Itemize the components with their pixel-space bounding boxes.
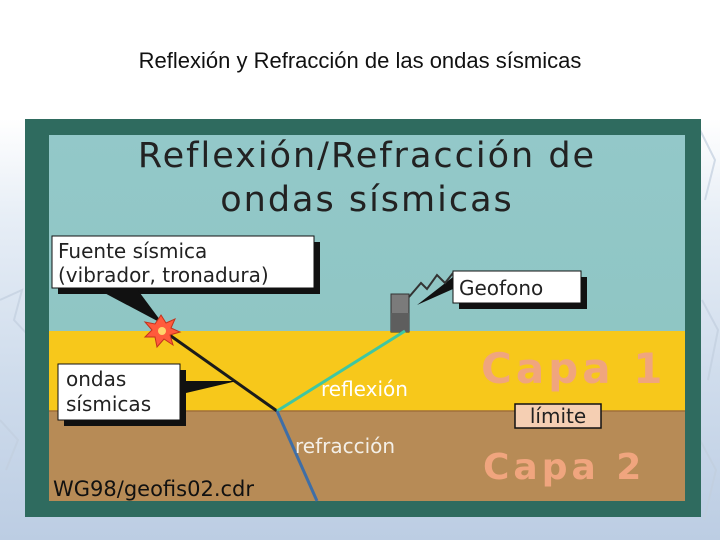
refraction-label: refracción <box>295 434 395 458</box>
waves-callout-pointer <box>186 381 237 393</box>
explosion-icon <box>143 314 182 349</box>
figure-heading-line1: Reflexión/Refracción de <box>138 136 596 176</box>
waves-label-line1: ondas <box>66 367 126 391</box>
refraction-ray <box>275 410 319 502</box>
geophone-label-box: Geofono <box>452 270 587 309</box>
reflection-label: reflexión <box>321 377 408 401</box>
slide-title: Reflexión y Refracción de las ondas sísm… <box>138 48 582 73</box>
figure-credit: WG98/geofis02.cdr <box>53 477 254 501</box>
source-label-box: Fuente sísmica (vibrador, tronadura) <box>51 235 320 294</box>
figure-heading-line2: ondas sísmicas <box>220 180 514 220</box>
source-label-line1: Fuente sísmica <box>58 239 207 263</box>
boundary-label-box: límite <box>514 403 602 429</box>
geophone-icon <box>390 272 454 333</box>
geophone-label: Geofono <box>459 276 543 300</box>
geophone-callout-pointer <box>417 277 453 305</box>
source-label-line2: (vibrador, tronadura) <box>58 263 269 287</box>
incident-ray <box>160 327 278 413</box>
source-callout-pointer <box>97 289 163 324</box>
boundary-label: límite <box>530 404 586 428</box>
layer-2-label: Capa 2 <box>483 447 645 488</box>
layer-1-label: Capa 1 <box>481 344 666 393</box>
reflection-ray <box>276 329 406 413</box>
seismic-diagram: Reflexión/Refracción de ondas sísmicas F… <box>25 119 701 517</box>
waves-label-line2: sísmicas <box>66 392 151 416</box>
waves-label-box: ondas sísmicas <box>57 363 186 426</box>
